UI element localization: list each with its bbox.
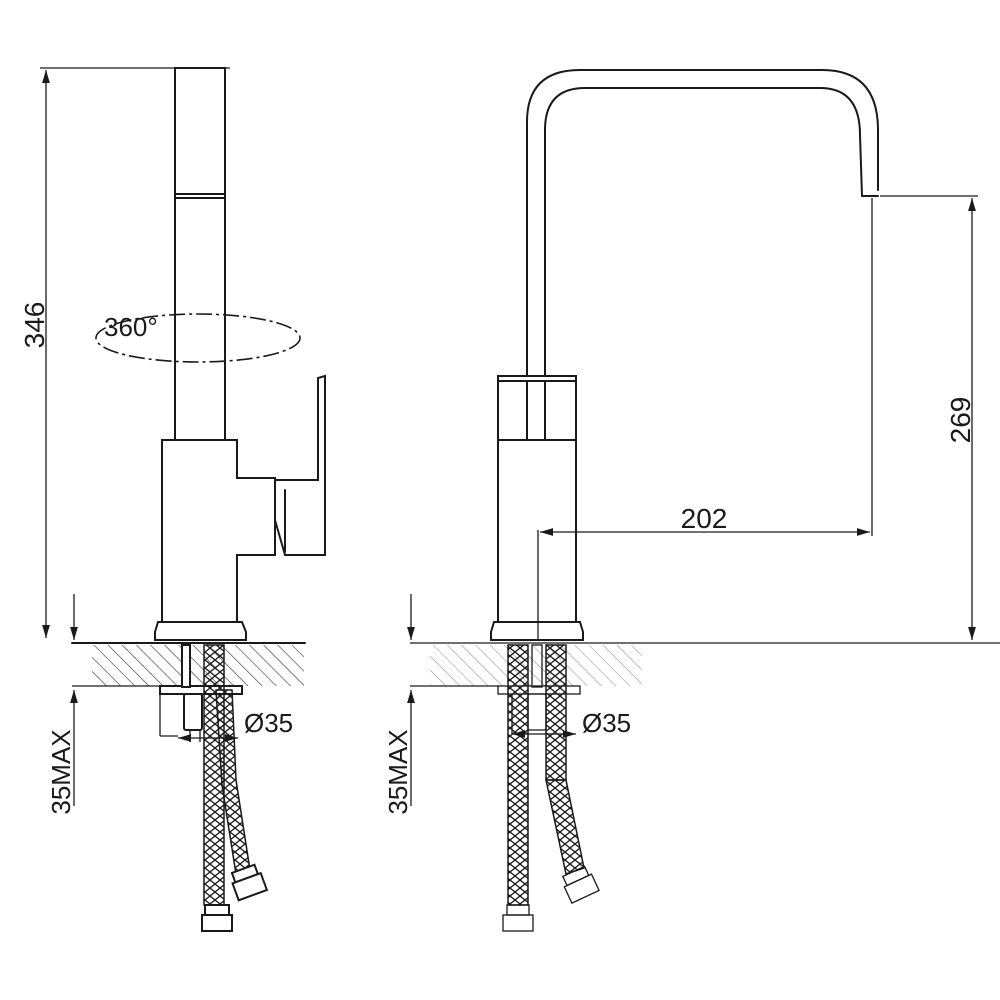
front-body	[490, 375, 584, 641]
reach-dimension: 202	[540, 198, 873, 536]
spout-height-label: 269	[945, 397, 976, 444]
side-diameter-label: Ø35	[244, 708, 293, 738]
front-thickness-label: 35MAX	[383, 729, 413, 814]
front-diameter-dimension: Ø35	[512, 708, 631, 738]
front-thickness-dimension: 35MAX	[383, 594, 415, 815]
height-label: 346	[19, 302, 50, 349]
side-hoses	[201, 644, 269, 932]
front-hose-fitting-right	[561, 865, 600, 904]
side-spout	[174, 67, 226, 441]
side-hose-fitting-front	[201, 904, 233, 932]
front-spout	[526, 69, 879, 441]
front-hoses	[502, 644, 600, 932]
side-thickness-dimension: 35MAX	[46, 594, 78, 815]
side-thickness-label: 35MAX	[46, 729, 76, 814]
side-body	[154, 439, 276, 641]
front-countertop	[410, 642, 1000, 687]
front-diameter-label: Ø35	[582, 708, 631, 738]
side-view: 346 360°	[19, 67, 326, 932]
rotation-indicator: 360°	[95, 312, 301, 363]
side-mounting	[159, 644, 243, 742]
side-hose-fitting-back	[230, 863, 269, 902]
front-view: 202 269 35MAX Ø35	[383, 69, 1000, 932]
rotation-label: 360°	[104, 312, 158, 342]
front-hose-fitting-left	[502, 904, 534, 932]
spout-height-dimension: 269	[880, 195, 978, 640]
side-handle	[274, 374, 326, 556]
reach-label: 202	[681, 503, 728, 534]
side-countertop	[71, 642, 306, 687]
